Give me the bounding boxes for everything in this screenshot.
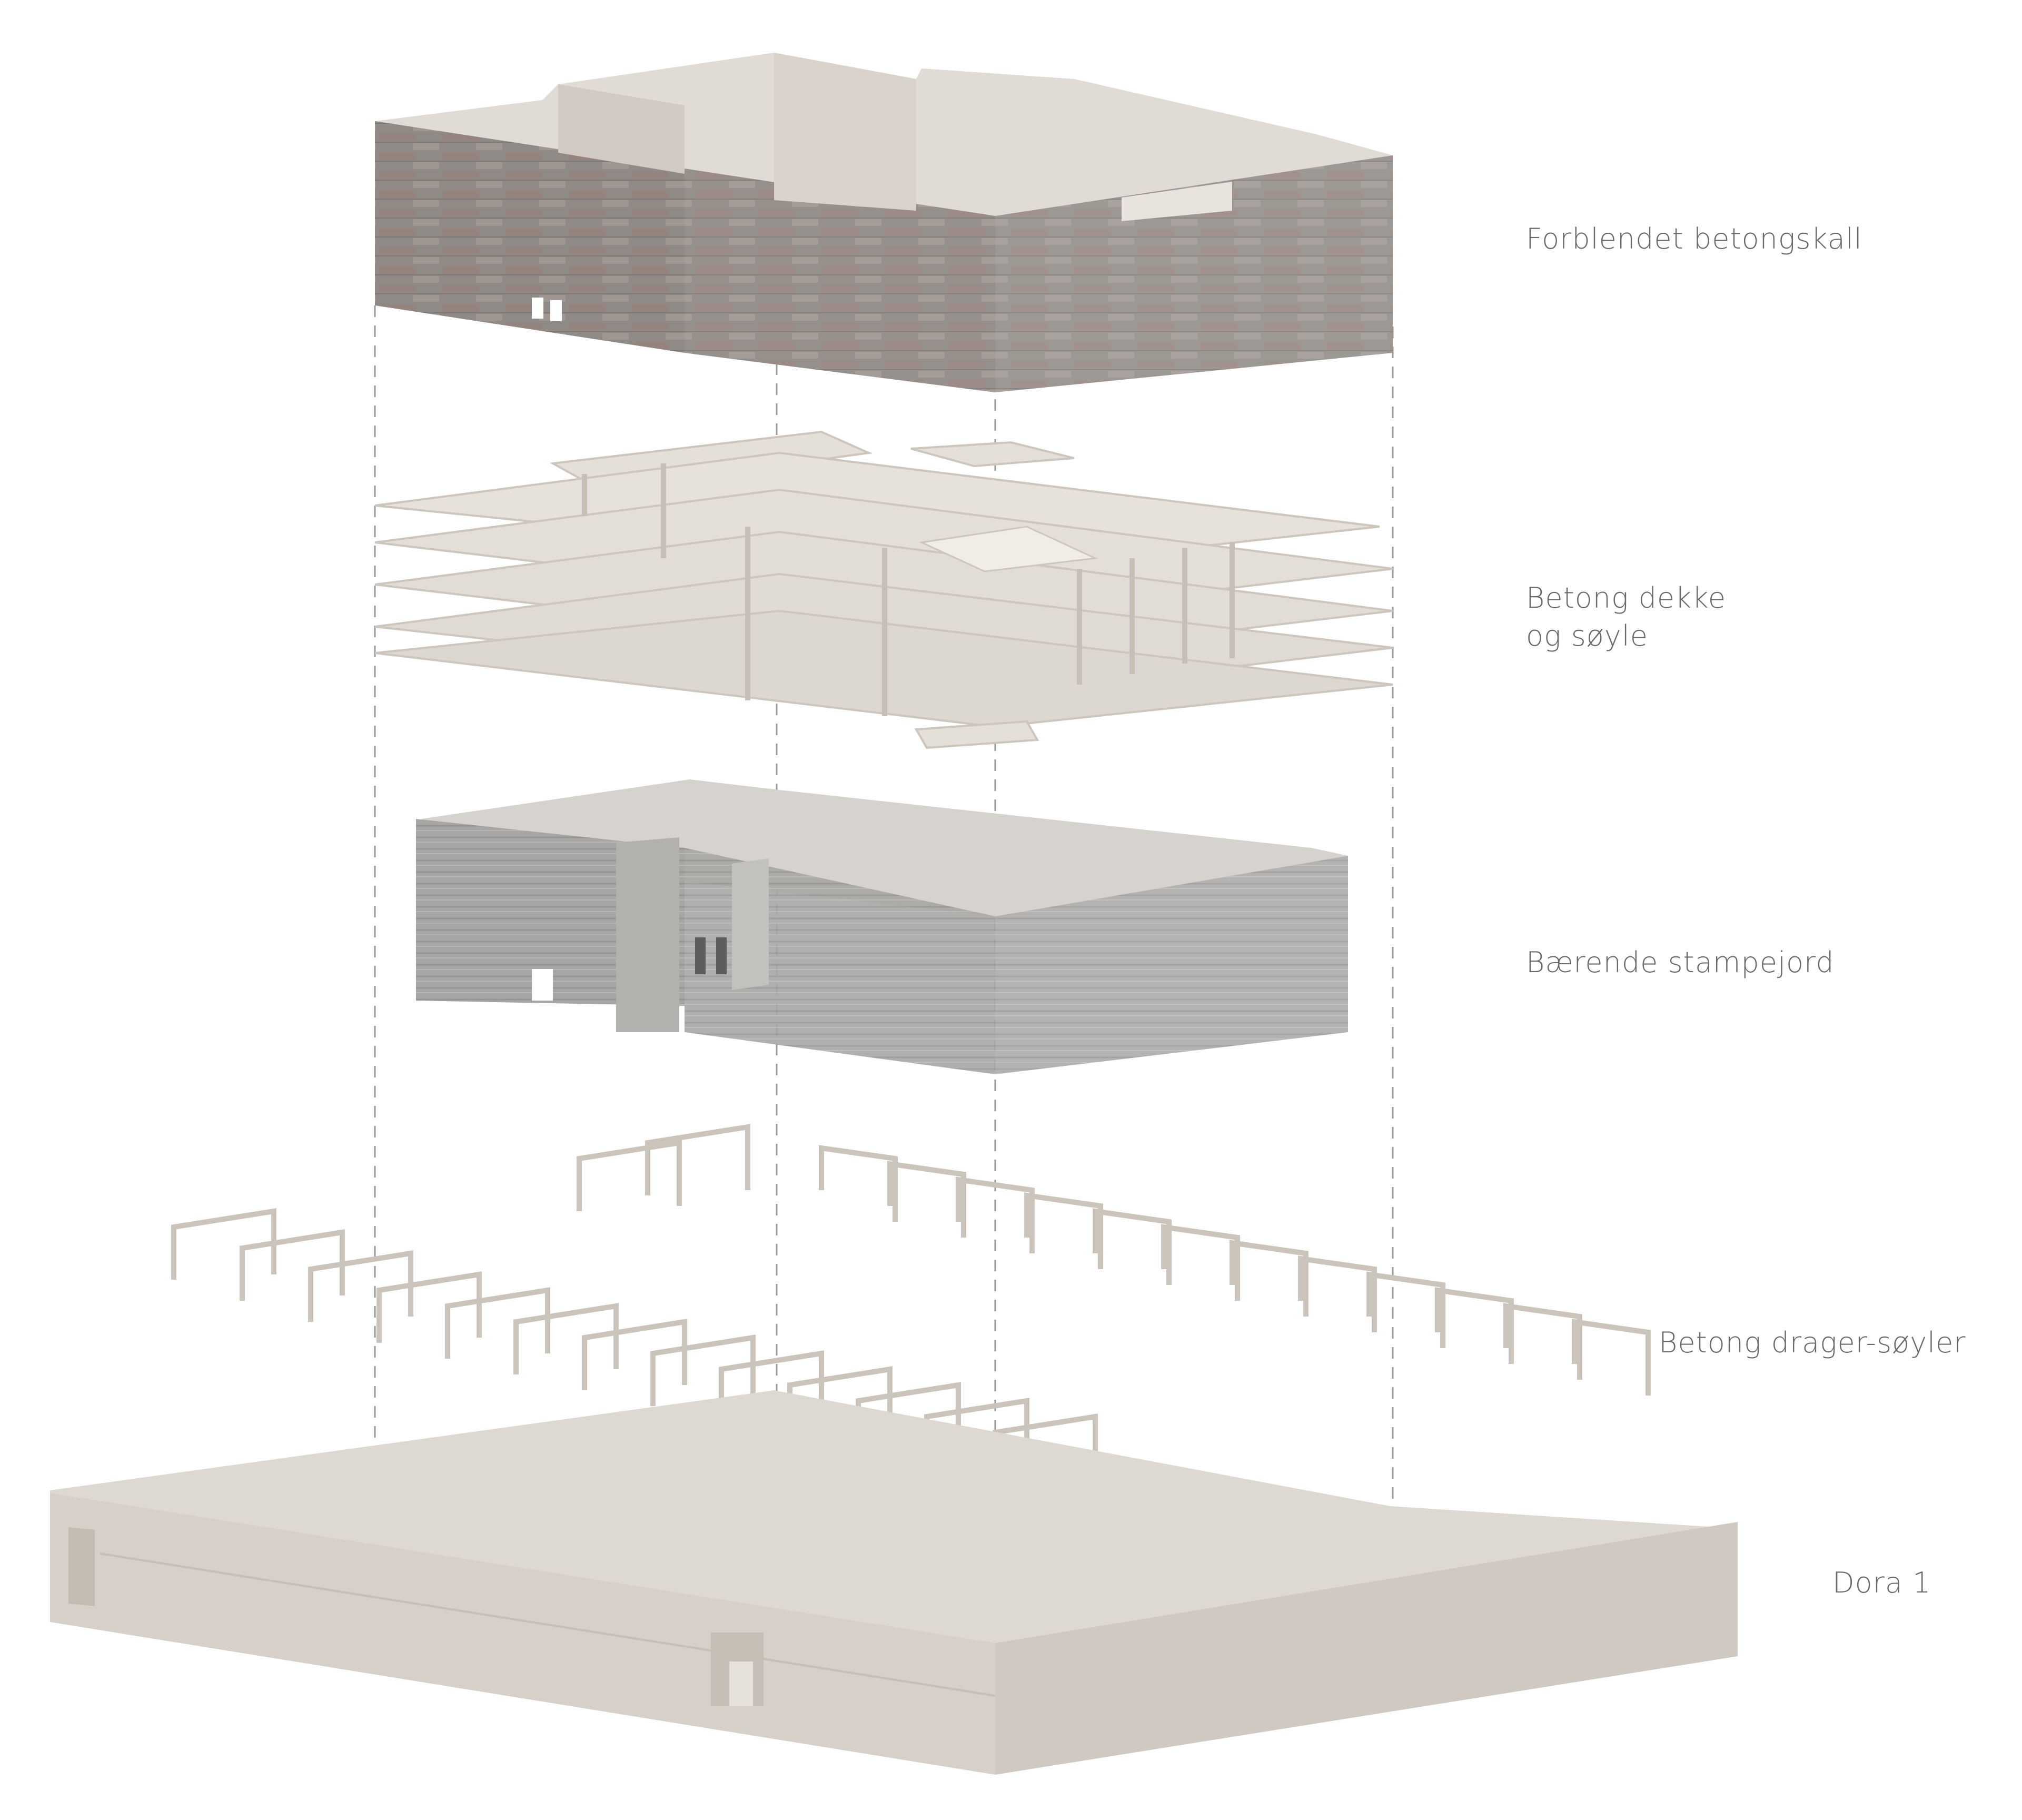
concrete-slabs-and-columns — [374, 430, 1393, 749]
label-dora-1: Dora 1 — [1832, 1566, 1931, 1599]
label-rammed-earth: Bærende stampejord — [1526, 946, 1835, 979]
label-concrete-slabs-columns: Betong dekke og søyle — [1526, 579, 1726, 655]
label-cladded-concrete-shell: Forblendet betongskall — [1526, 222, 1862, 255]
cladded-concrete-shell — [375, 53, 1393, 392]
label-slabs-line-2: og søyle — [1526, 619, 1648, 652]
concrete-beam-column-frames — [171, 1124, 1651, 1485]
label-beam-column-frames: Betong drager-søyler — [1659, 1326, 1966, 1359]
label-slabs-line-1: Betong dekke — [1526, 581, 1726, 615]
load-bearing-rammed-earth — [416, 779, 1348, 1074]
dora-1-base — [50, 1390, 1738, 1775]
